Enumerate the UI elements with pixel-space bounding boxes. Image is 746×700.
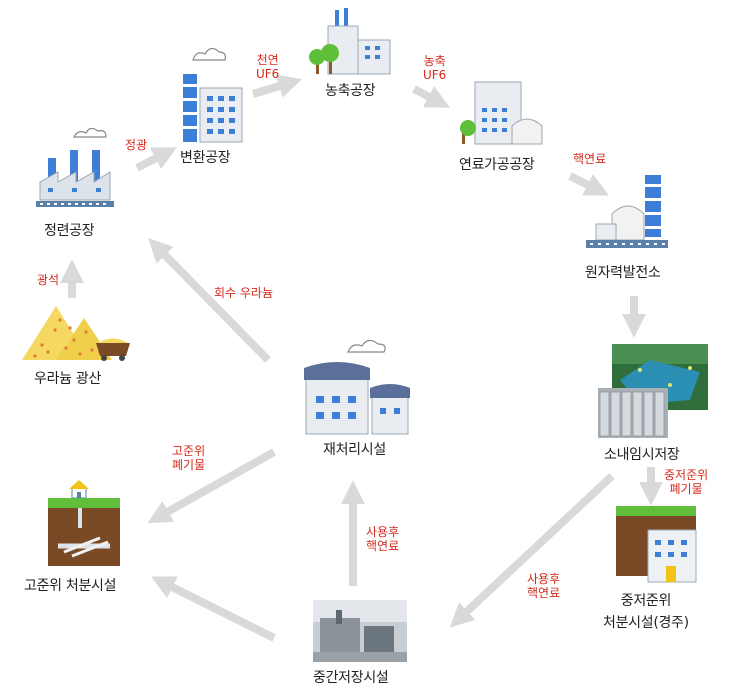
conversion-plant-icon	[183, 47, 243, 143]
node-lilw-disposal: 중저준위 처분시설(경주)	[603, 590, 689, 634]
flow-label-spent-fuel-to-interim: 사용후 핵연료	[527, 572, 560, 600]
node-onsite-storage: 소내임시저장	[604, 447, 680, 463]
flow-label-spent-fuel-to-interim-line2: 핵연료	[527, 586, 561, 600]
arrow-onsite-to-interim	[449, 473, 615, 628]
uranium-mine-icon	[22, 306, 130, 361]
arrow-refinery-to-conversion	[135, 147, 177, 172]
flow-label-lilw-line1: 중저준위	[664, 468, 709, 482]
node-refinery: 정련공장	[44, 223, 95, 239]
node-conversion-plant: 변환공장	[180, 150, 231, 166]
flow-label-hlw: 고준위 폐기물	[172, 444, 205, 472]
flow-label-natural-uf6-line2: UF6	[256, 67, 280, 81]
node-interim-storage: 중간저장시설	[313, 670, 389, 686]
node-reprocessing-plant: 재처리시설	[323, 442, 386, 458]
node-hlw-disposal: 고준위 처분시설	[24, 578, 117, 594]
node-uranium-mine: 우라늄 광산	[34, 371, 102, 387]
flow-label-spent-fuel-to-interim-line1: 사용후	[527, 572, 561, 586]
arrow-interim-to-hlw	[150, 576, 276, 642]
arrow-reprocessing-to-hlw	[147, 448, 276, 524]
lilw-disposal-icon	[616, 506, 697, 583]
onsite-storage-photo	[598, 344, 708, 438]
interim-storage-photo	[313, 600, 407, 662]
flow-label-spent-fuel-to-reprocessing-line1: 사용후	[366, 525, 400, 539]
flow-label-enriched-uf6-line1: 농축	[423, 54, 446, 68]
flow-label-lilw-line2: 폐기물	[669, 482, 703, 496]
arrow-reprocessing-to-refinery	[148, 238, 271, 363]
node-nuclear-power-plant: 원자력발전소	[585, 265, 661, 281]
arrow-conversion-to-enrichment	[251, 74, 303, 98]
node-lilw-disposal-line2: 처분시설(경주)	[603, 615, 689, 631]
arrow-enrichment-to-fabrication	[412, 85, 450, 108]
flow-label-recovered-uranium: 회수 우라늄	[214, 286, 274, 300]
reprocessing-plant-icon	[304, 339, 410, 435]
fuel-fabrication-icon	[460, 81, 543, 145]
hlw-disposal-icon	[48, 480, 120, 566]
refinery-icon	[36, 127, 114, 207]
node-enrichment-plant: 농축공장	[325, 83, 376, 99]
flow-label-enriched-uf6: 농축 UF6	[423, 54, 446, 82]
flow-label-enriched-uf6-line2: UF6	[423, 68, 447, 82]
flow-label-spent-fuel-to-reprocessing-line2: 핵연료	[366, 539, 400, 553]
flow-label-natural-uf6-line1: 천연	[256, 53, 279, 67]
flow-label-natural-uf6: 천연 UF6	[256, 53, 279, 81]
nuclear-power-plant-icon	[586, 175, 668, 248]
node-lilw-disposal-line1: 중저준위	[620, 593, 672, 609]
flow-label-ore: 광석	[37, 273, 60, 287]
flow-label-spent-fuel-to-reprocessing: 사용후 핵연료	[366, 525, 399, 553]
flow-label-hlw-line2: 폐기물	[172, 458, 206, 472]
flow-label-concentrate: 정광	[125, 138, 148, 152]
arrow-fabrication-to-npp	[568, 172, 610, 196]
flow-label-hlw-line1: 고준위	[172, 444, 206, 458]
flow-label-lilw: 중저준위 폐기물	[664, 468, 708, 496]
flow-label-nuclear-fuel: 핵연료	[573, 152, 607, 166]
enrichment-plant-icon	[309, 8, 391, 75]
node-fuel-fabrication-plant: 연료가공공장	[459, 157, 535, 173]
